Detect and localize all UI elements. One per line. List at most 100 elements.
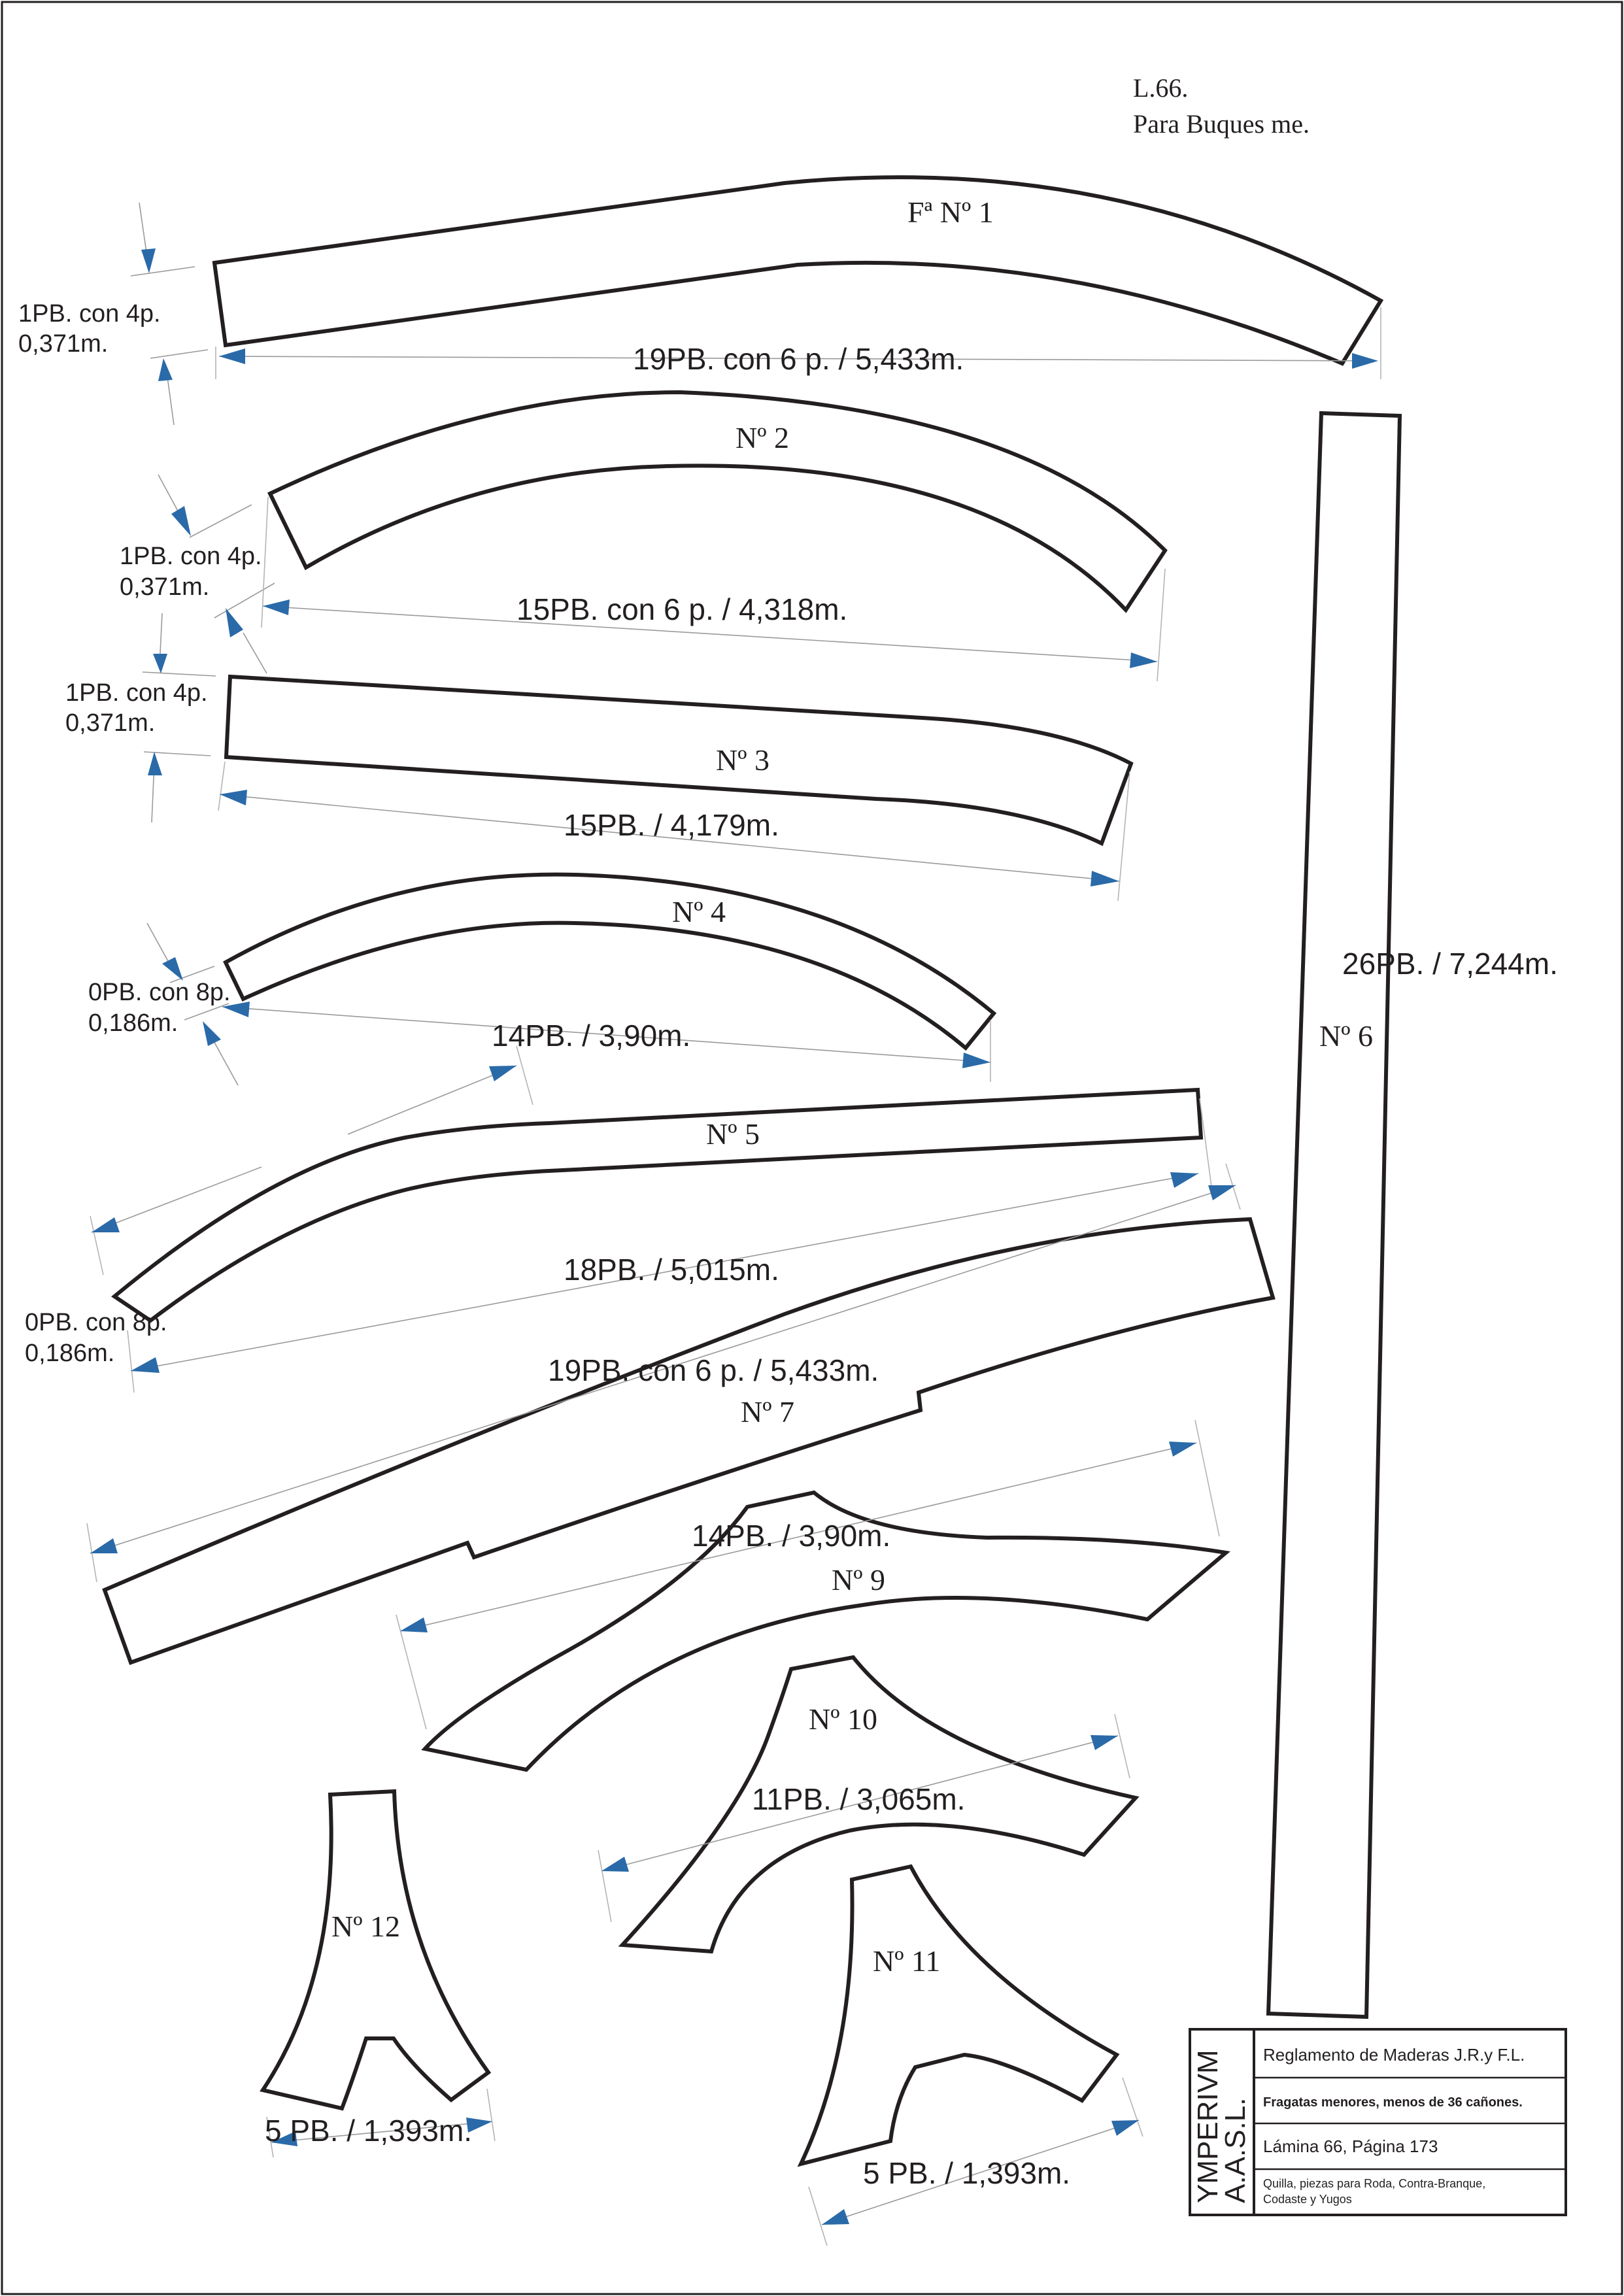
dim-1-width-label-2: 0,371m.: [18, 330, 108, 358]
dim-4-width-label-1: 0PB. con 8p.: [88, 979, 231, 1006]
piece-7-outline: [102, 1217, 1276, 1665]
piece-12-label: Nº 12: [331, 1910, 400, 1943]
dim-2-arrow-right: [1130, 652, 1157, 668]
piece-12-outline: [260, 1789, 492, 2111]
dim-11-length-line: [821, 2119, 1140, 2225]
dim-10-length-label: 11PB. / 3,065m.: [752, 1782, 965, 1816]
piece-9-outline: [421, 1490, 1230, 1772]
dim-2-arrow-left: [263, 599, 290, 615]
title-block: YMPERIVM A.A.S.L. Reglamento de Maderas …: [1189, 2028, 1567, 2216]
piece-7-label: Nº 7: [741, 1395, 794, 1428]
dim-12-length-ext-left: [266, 2116, 274, 2158]
dim-9-arrow-right: [1169, 1442, 1196, 1457]
dim-4-arrow-right: [962, 1053, 990, 1068]
dim-5-width-label-1: 0PB. con 8p.: [25, 1309, 167, 1336]
dim-12-arrow-left: [271, 2131, 297, 2146]
dim-12-length-line: [271, 2121, 493, 2143]
dim-5-length-label: 18PB. / 5,015m.: [564, 1253, 779, 1287]
dim-5-length-ext-right: [1199, 1098, 1213, 1197]
dim-1-length-label: 19PB. con 6 p. / 5,433m.: [633, 342, 964, 376]
dim-7-length-label: 19PB. con 6 p. / 5,433m.: [548, 1353, 879, 1387]
piece-2-outline: [267, 390, 1168, 613]
title-block-frame: [1189, 2028, 1567, 2216]
dim-2-length-line: [262, 605, 1158, 662]
dim-11-length-label: 5 PB. / 1,393m.: [863, 2156, 1070, 2190]
dim-12-arrow-right: [466, 2118, 492, 2133]
dim-4-length-label: 14PB. / 3,90m.: [492, 1019, 690, 1053]
dim-9-length-label: 14PB. / 3,90m.: [692, 1519, 890, 1553]
dim-4-ext-top: [169, 966, 215, 983]
dim-7-length-line: [90, 1185, 1236, 1554]
dim-7-arrow-left: [90, 1538, 118, 1553]
dim-4-ext-bottom: [184, 1003, 229, 1021]
dim-9-length-ext-right: [1194, 1419, 1220, 1537]
dim-1-arrow-left: [219, 348, 245, 364]
dim-5-top-arrow-left: [92, 1217, 120, 1232]
title-block-row-1: Reglamento de Maderas J.R.y F.L.: [1263, 2045, 1525, 2065]
dim-2-leader-bottom: [243, 632, 267, 674]
dim-2-length-ext-right: [1157, 568, 1166, 682]
dim-5-top-arrow-right: [489, 1066, 516, 1081]
dim-11-length-ext-right: [1122, 2077, 1143, 2137]
dim-1-arrow-bottom: [158, 358, 173, 381]
brand-name: YMPERIVM: [1192, 2050, 1224, 2203]
brand-subtitle: A.A.S.L.: [1219, 2098, 1251, 2203]
title-block-row-2: Fragatas menores, menos de 36 cañones.: [1263, 2095, 1523, 2110]
dim-3-length-label: 15PB. / 4,179m.: [564, 808, 779, 842]
dim-9-length-ext-left: [396, 1614, 427, 1730]
piece-1-outline: [212, 175, 1384, 366]
dim-3-length-ext-right: [1117, 771, 1130, 902]
dim-3-arrow-top: [153, 654, 167, 673]
dim-5-length-line: [130, 1173, 1199, 1372]
dim-1-width-label-1: 1PB. con 4p.: [18, 300, 161, 328]
dim-3-arrow-right: [1091, 871, 1119, 886]
dim-5-arrow-right: [1170, 1172, 1198, 1188]
plate-subtitle: Para Buques me.: [1133, 109, 1310, 139]
dim-3-length-ext-left: [218, 761, 226, 811]
title-block-row-4-line-1: Quilla, piezas para Roda, Contra-Branque…: [1263, 2177, 1485, 2190]
dim-1-length-line: [218, 356, 1377, 362]
dim-1-ext-top: [130, 266, 195, 277]
title-block-row-3: Lámina 66, Página 173: [1263, 2136, 1438, 2156]
dim-2-arrow-bottom: [226, 608, 243, 637]
dim-1-arrow-top: [141, 248, 156, 273]
dim-3-width-label-2: 0,371m.: [65, 709, 155, 737]
dim-4-arrow-left: [222, 1002, 250, 1017]
piece-6-label: Nº 6: [1319, 1019, 1373, 1053]
dim-5-top-leader-1: [91, 1166, 262, 1233]
piece-5-outline: [110, 1087, 1204, 1323]
piece-1-label: Fª Nº 1: [907, 195, 994, 229]
piece-3-outline: [224, 674, 1134, 847]
dim-10-length-ext-left: [598, 1849, 612, 1923]
dim-2-width-label-2: 0,371m.: [120, 573, 209, 601]
dim-10-length-line: [601, 1735, 1119, 1872]
title-block-row-4-line-2: Codaste y Yugos: [1263, 2193, 1352, 2206]
dim-3-ext-top: [142, 671, 216, 677]
dim-5-top-leader-2: [347, 1065, 517, 1135]
piece-11-label: Nº 11: [873, 1944, 940, 1978]
dim-10-arrow-left: [601, 1857, 629, 1872]
dim-9-arrow-left: [400, 1617, 428, 1632]
dim-2-length-ext-left: [261, 496, 269, 628]
dim-3-length-line: [219, 794, 1120, 882]
piece-11-outline: [797, 1864, 1120, 2167]
piece-2-label: Nº 2: [736, 421, 789, 454]
dim-3-arrow-left: [220, 790, 247, 805]
piece-6-outline: [1266, 411, 1402, 2019]
dim-2-ext-bottom: [214, 582, 275, 618]
dim-4-width-label-2: 0,186m.: [88, 1009, 178, 1037]
piece-9-label: Nº 9: [832, 1563, 885, 1596]
plate-number: L.66.: [1133, 73, 1188, 103]
piece-10-label: Nº 10: [809, 1702, 877, 1736]
dim-10-length-ext-right: [1114, 1714, 1130, 1779]
dim-5-arrow-left: [131, 1357, 160, 1373]
dim-1-ext-bottom: [150, 349, 209, 359]
dim-4-arrow-bottom: [203, 1021, 221, 1046]
piece-5-label: Nº 5: [706, 1117, 760, 1151]
dim-5-top-ext-left: [90, 1215, 104, 1275]
dim-12-length-ext-right: [486, 2088, 496, 2142]
piece-4-label: Nº 4: [672, 895, 726, 928]
dim-11-arrow-left: [822, 2209, 849, 2225]
dim-10-arrow-right: [1091, 1735, 1118, 1750]
